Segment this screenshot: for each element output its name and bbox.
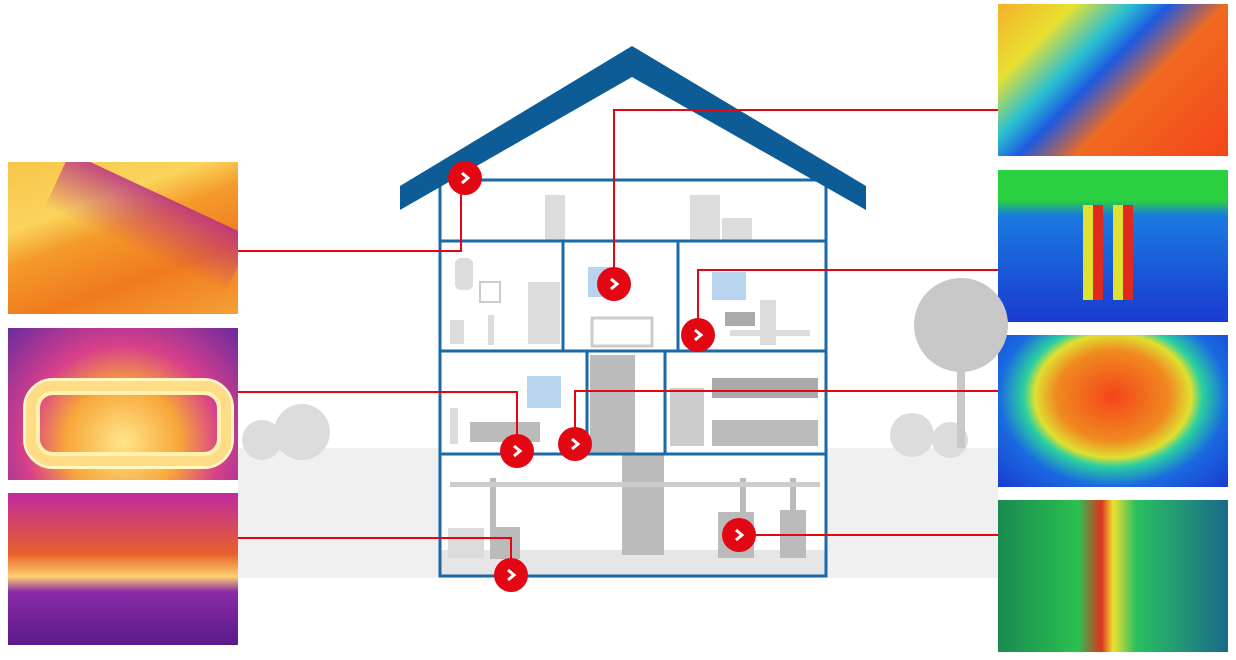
hotspot-marker[interactable] xyxy=(448,161,482,195)
hotspot-marker[interactable] xyxy=(494,558,528,592)
hotspot-marker[interactable] xyxy=(722,518,756,552)
hotspot-marker[interactable] xyxy=(500,434,534,468)
thermal-image-valves[interactable] xyxy=(998,170,1228,322)
thermal-image-radiator[interactable] xyxy=(998,335,1228,487)
chevron-right-icon xyxy=(461,171,471,185)
hotspot-marker[interactable] xyxy=(597,267,631,301)
chevron-right-icon xyxy=(571,437,581,451)
chevron-right-icon xyxy=(694,328,704,342)
thermal-image-roof[interactable] xyxy=(8,162,238,314)
bushes xyxy=(242,404,968,460)
chevron-right-icon xyxy=(513,444,523,458)
connector-lines xyxy=(238,109,998,575)
house-walls xyxy=(438,178,828,578)
chevron-right-icon xyxy=(610,277,620,291)
thermal-image-boiler[interactable] xyxy=(8,493,238,645)
hotspot-marker[interactable] xyxy=(681,318,715,352)
thermal-image-floor-heating[interactable] xyxy=(8,328,238,480)
chevron-right-icon xyxy=(507,568,517,582)
hotspot-marker[interactable] xyxy=(558,427,592,461)
thermal-image-window[interactable] xyxy=(998,4,1228,156)
thermal-image-manifold[interactable] xyxy=(998,500,1228,652)
chevron-right-icon xyxy=(735,528,745,542)
tree xyxy=(914,278,1008,448)
